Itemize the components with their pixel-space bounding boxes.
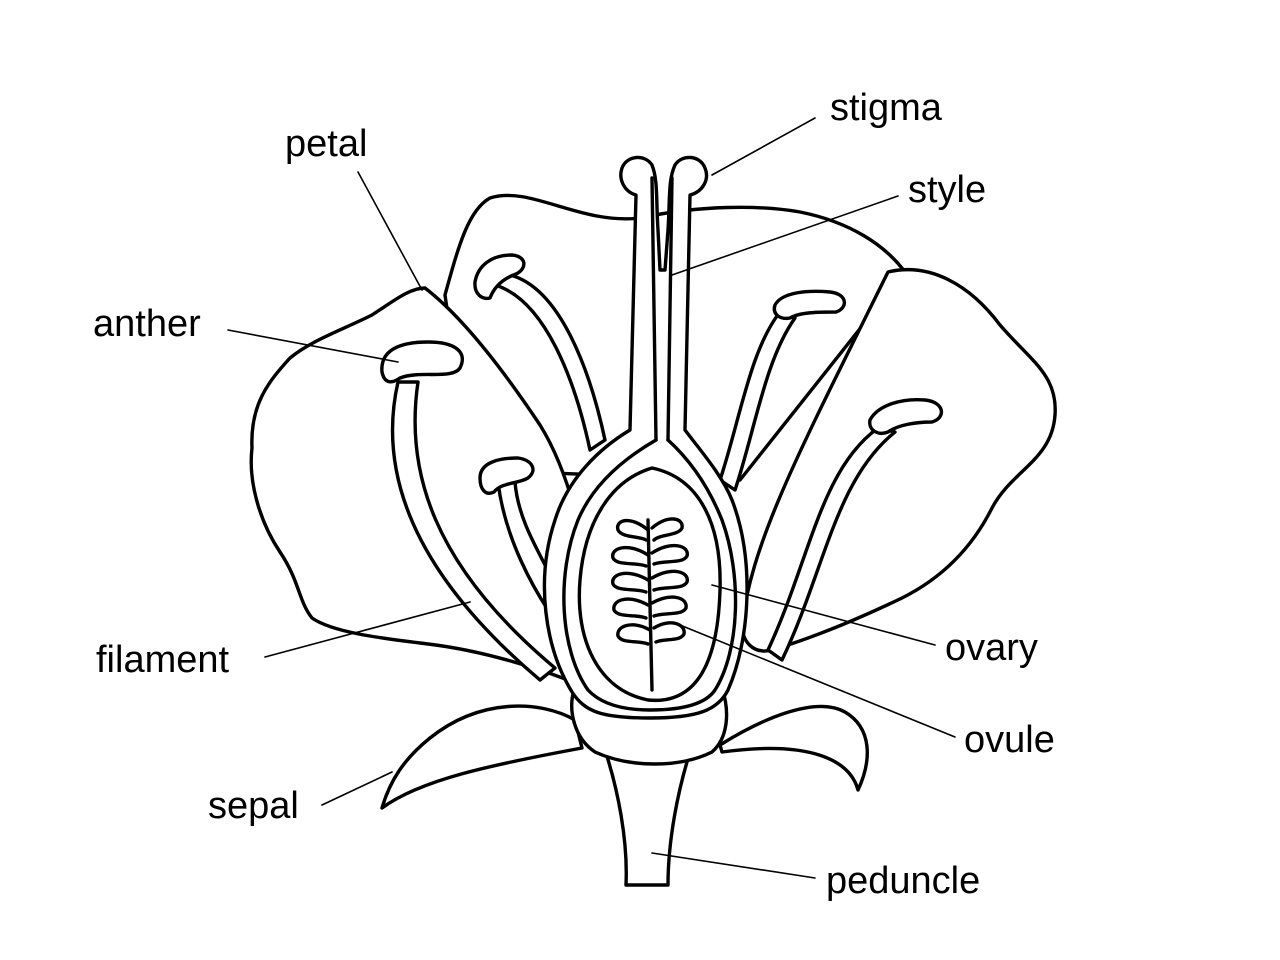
label-filament: filament: [96, 639, 229, 681]
label-ovary: ovary: [945, 627, 1038, 669]
anther-left-inner: [478, 456, 535, 495]
filament-left-outer: [390, 380, 557, 682]
ovule: [650, 595, 688, 618]
label-ovule: ovule: [964, 719, 1055, 761]
ovules: [611, 517, 689, 646]
peduncle-stem: [603, 748, 692, 887]
label-stigma: stigma: [830, 87, 943, 129]
ovary-leader: [711, 584, 936, 646]
ovule-placenta: [646, 518, 654, 692]
filament-leader: [264, 601, 471, 658]
label-anther: anther: [93, 303, 201, 345]
style-inner-right: [666, 176, 674, 442]
filament-right-outer: [766, 426, 897, 662]
label-style: style: [908, 169, 986, 211]
sepal-leader: [321, 771, 393, 806]
sepal-left: [380, 704, 584, 810]
petal-leader: [357, 171, 423, 291]
ovule: [615, 518, 650, 542]
anther-right-mid: [772, 289, 846, 321]
filament-back-left: [493, 273, 607, 452]
ovule: [650, 543, 689, 566]
label-peduncle: peduncle: [826, 860, 980, 902]
ovary-wall: [562, 438, 738, 712]
ovule: [652, 621, 686, 644]
ovule: [612, 597, 650, 620]
ovule: [611, 571, 650, 594]
ovule: [650, 569, 689, 592]
label-petal: petal: [285, 123, 367, 165]
anther-leader: [227, 329, 399, 363]
label-sepal: sepal: [208, 785, 299, 827]
style-inner-left: [650, 176, 658, 442]
anther-back-left: [473, 253, 526, 301]
ovule: [650, 517, 684, 542]
stigma-leader: [711, 117, 816, 176]
ovule-leader: [679, 624, 956, 738]
filament-right-mid: [718, 310, 797, 492]
sepal-right: [718, 704, 869, 792]
anther-left-outer: [380, 340, 464, 384]
ovule: [611, 545, 650, 568]
anther-right-outer: [868, 397, 943, 435]
ovule: [616, 623, 652, 646]
style-leader: [671, 195, 899, 276]
peduncle-leader: [651, 852, 816, 879]
